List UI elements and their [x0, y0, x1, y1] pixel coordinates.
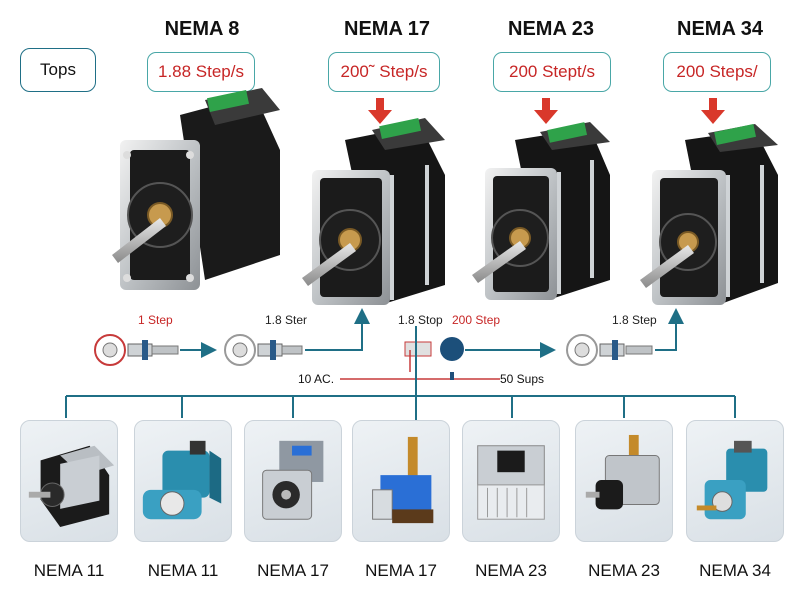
coupling-icon — [94, 334, 179, 366]
card-label: NEMA 17 — [365, 561, 437, 580]
coupling-icon — [224, 334, 303, 366]
step-rate-label: 200˜ Step/s — [340, 62, 428, 81]
metal-motor-icon — [262, 440, 324, 520]
flow-arrow — [305, 308, 370, 351]
axis-label-right: 50 Sups — [500, 372, 545, 386]
motor-card-nema-11[interactable] — [20, 420, 118, 542]
tops-tag[interactable]: Tops — [20, 48, 96, 92]
step-rate-nema-34: 200 Steps/ — [663, 52, 771, 92]
motor-card-nema-11-alt[interactable] — [134, 420, 232, 542]
motor-title-nema-8: NEMA 8 — [164, 18, 240, 40]
axis-marker — [450, 372, 454, 380]
card-label: NEMA 17 — [257, 561, 329, 580]
card-label: NEMA 11 — [33, 561, 105, 580]
motor-title-nema-34: NEMA 34 — [677, 18, 763, 40]
blue-motor-icon — [142, 440, 222, 520]
step-rate-nema-8: 1.88 Step/s — [147, 52, 255, 92]
red-arrow-icon — [368, 98, 392, 124]
blue-gear-motor-icon — [696, 440, 768, 520]
motor-card-nema-17[interactable] — [244, 420, 342, 542]
gear-motor-icon — [28, 445, 115, 528]
step-rate-label: 1.88 Step/s — [157, 62, 244, 81]
motor-card-nema-34[interactable] — [686, 420, 784, 542]
step-label: 1.8 Step — [612, 313, 657, 327]
motor-card-nema-23[interactable] — [462, 420, 560, 542]
step-label: 1.8 Stop — [398, 313, 443, 327]
brass-motor-icon — [585, 434, 660, 510]
motor-card-nema-23-alt[interactable] — [575, 420, 673, 542]
flow-arrow — [655, 308, 684, 351]
card-label: NEMA 23 — [475, 561, 547, 580]
step-rate-nema-17: 200˜ Step/s — [328, 52, 440, 92]
stepper-motor-nema-34-icon — [640, 123, 778, 305]
card-label: NEMA 23 — [588, 561, 660, 580]
step-label: 1 Step — [138, 313, 173, 327]
stepper-motor-nema-17-icon — [302, 117, 445, 305]
motor-title-nema-23: NEMA 23 — [508, 18, 594, 40]
card-label: NEMA 11 — [147, 561, 219, 580]
step-label: 1.8 Ster — [265, 313, 308, 327]
red-arrow-icon — [701, 98, 725, 124]
stepper-motor-nema-23-icon — [472, 122, 610, 300]
coupling-icon — [404, 337, 464, 361]
encoder-motor-icon — [372, 436, 434, 524]
stepper-motor-nema-8-icon — [112, 88, 280, 290]
step-rate-nema-23: 200 Stept/s — [493, 52, 611, 92]
motor-title-nema-17: NEMA 17 — [344, 18, 430, 40]
step-label: 200 Step — [452, 313, 501, 327]
red-arrow-icon — [534, 98, 558, 124]
motor-card-nema-17-alt[interactable] — [352, 420, 450, 542]
tops-tag-label: Tops — [40, 60, 76, 79]
heatsink-motor-icon — [477, 445, 545, 520]
step-rate-label: 200 Stept/s — [508, 62, 595, 81]
step-rate-label: 200 Steps/ — [676, 62, 758, 81]
card-label: NEMA 34 — [699, 561, 771, 580]
axis-label-left: 10 AC. — [298, 372, 335, 386]
coupling-icon — [566, 334, 653, 366]
